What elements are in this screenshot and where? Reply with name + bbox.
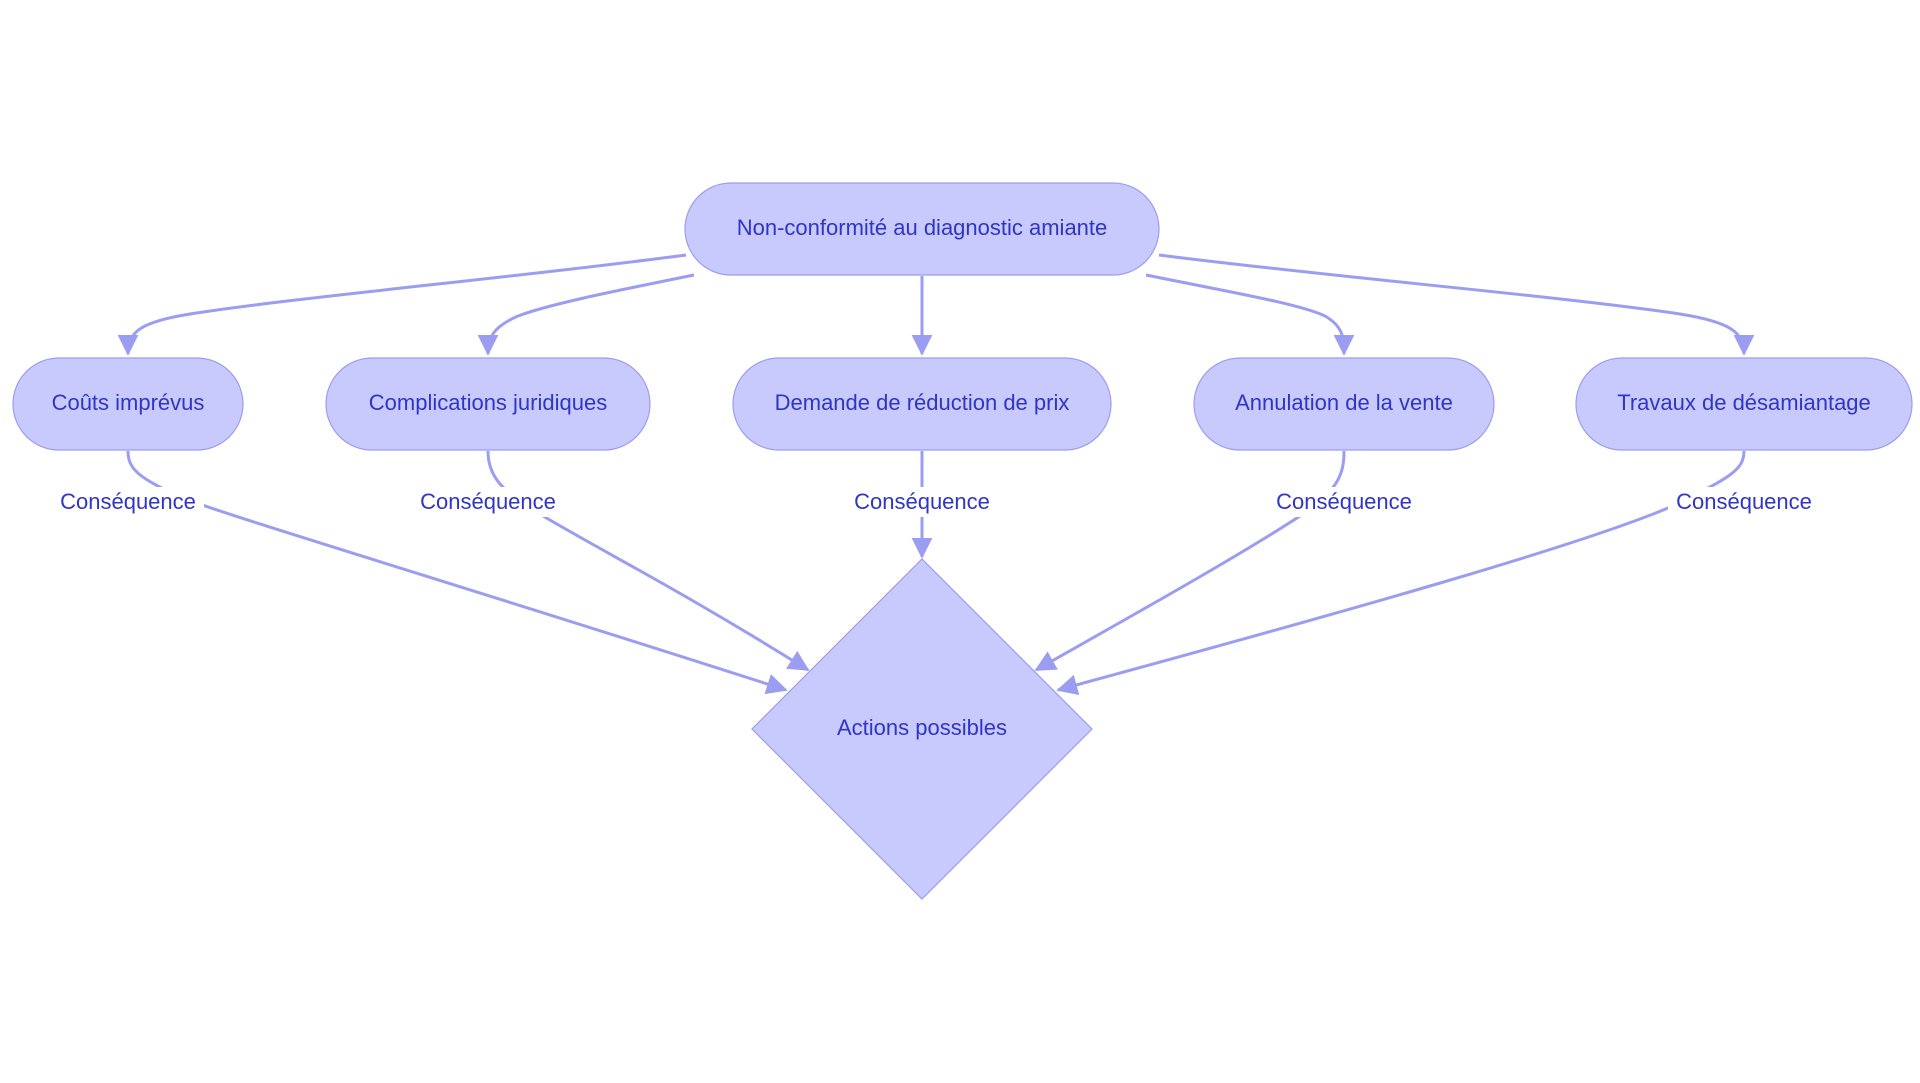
- node-travaux-desamiantage-label: Travaux de désamiantage: [1617, 390, 1871, 415]
- edge-root-to-couts-imprevus: [117, 253, 687, 356]
- node-reduction-prix[interactable]: Demande de réduction de prix: [732, 357, 1112, 451]
- edge-label-travaux-desamiantage: Conséquence: [1676, 489, 1812, 514]
- node-couts-imprevus-shape: [12, 357, 244, 451]
- edges-consequences-to-decision: [126, 450, 1746, 696]
- node-couts-imprevus-label: Coûts imprévus: [52, 390, 205, 415]
- node-root-shape: [684, 182, 1160, 276]
- edge-complications-juridiques-to-actions: [486, 450, 810, 672]
- edge-annulation-vente-to-actions: [1034, 450, 1346, 672]
- edge-label-couts-imprevus: Conséquence: [60, 489, 196, 514]
- edge-label-annulation-vente: Conséquence: [1276, 489, 1412, 514]
- node-reduction-prix-label: Demande de réduction de prix: [775, 390, 1070, 415]
- edge-labels: Conséquence Conséquence Conséquence Cons…: [52, 487, 1820, 517]
- node-annulation-vente-label: Annulation de la vente: [1235, 390, 1453, 415]
- edge-root-to-travaux-desamiantage: [1158, 253, 1755, 356]
- edge-root-to-complications-juridiques: [477, 273, 695, 356]
- node-actions-possibles-label: Actions possibles: [837, 715, 1007, 740]
- edge-label-complications-juridiques: Conséquence: [420, 489, 556, 514]
- node-complications-juridiques-shape: [325, 357, 651, 451]
- node-annulation-vente-shape: [1193, 357, 1495, 451]
- node-actions-possibles-shape: [751, 558, 1093, 900]
- edges-root-to-consequences: [117, 253, 1755, 356]
- node-complications-juridiques[interactable]: Complications juridiques: [325, 357, 651, 451]
- node-annulation-vente[interactable]: Annulation de la vente: [1193, 357, 1495, 451]
- node-travaux-desamiantage[interactable]: Travaux de désamiantage: [1575, 357, 1913, 451]
- node-root-label: Non-conformité au diagnostic amiante: [737, 215, 1108, 240]
- edge-travaux-desamiantage-to-actions: [1056, 450, 1746, 696]
- node-reduction-prix-shape: [732, 357, 1112, 451]
- node-complications-juridiques-label: Complications juridiques: [369, 390, 607, 415]
- node-actions-possibles[interactable]: Actions possibles: [751, 558, 1093, 900]
- node-travaux-desamiantage-shape: [1575, 357, 1913, 451]
- edge-label-reduction-prix: Conséquence: [854, 489, 990, 514]
- node-root[interactable]: Non-conformité au diagnostic amiante: [684, 182, 1160, 276]
- edge-couts-imprevus-to-actions: [126, 450, 788, 695]
- edge-root-to-annulation-vente: [1145, 273, 1355, 356]
- node-couts-imprevus[interactable]: Coûts imprévus: [12, 357, 244, 451]
